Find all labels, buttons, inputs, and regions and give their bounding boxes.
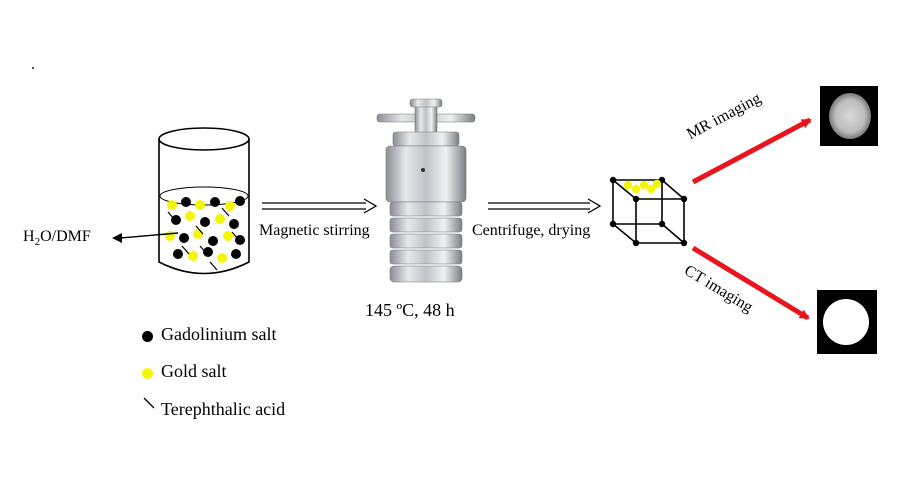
- solvent-label-main: H: [23, 228, 35, 245]
- legend-gadolinium-dot: [142, 331, 153, 342]
- terephthalic-acid-particle: [221, 207, 230, 217]
- gadolinium-particle: [200, 217, 210, 227]
- ct-arrow: [691, 245, 810, 321]
- gadolinium-particle: [235, 196, 245, 206]
- beaker-rim: [158, 127, 250, 151]
- gadolinium-particle: [229, 219, 239, 229]
- gadolinium-particle: [203, 247, 213, 257]
- solvent-label: H2O/DMF: [23, 228, 91, 248]
- gadolinium-particle: [231, 249, 241, 259]
- autoclave-reactor: [376, 98, 476, 283]
- solvent-label-sub: 2: [34, 236, 41, 249]
- gold-particle: [185, 211, 195, 221]
- stray-mark: .: [31, 56, 35, 73]
- arrow-stirring: [262, 198, 378, 214]
- arrow-centrifuge: [488, 198, 602, 214]
- terephthalic-acid-particle: [199, 245, 208, 255]
- gadolinium-particle: [208, 236, 218, 246]
- gold-particle: [167, 200, 177, 210]
- gadolinium-particle: [179, 233, 189, 243]
- gadolinium-particle: [173, 249, 183, 259]
- gadolinium-particle: [181, 197, 191, 207]
- legend-terephthalic-label: Terephthalic acid: [161, 399, 286, 419]
- crystal-lattice-cube: [612, 179, 685, 244]
- terephthalic-acid-particle: [181, 245, 190, 255]
- mr-image: [820, 86, 878, 146]
- cube-gold-particles: [623, 179, 662, 194]
- reaction-beaker: [158, 127, 250, 275]
- legend-gadolinium-label: Gadolinium salt: [161, 324, 277, 344]
- gold-particle: [215, 214, 225, 224]
- mr-arrow: [691, 117, 812, 185]
- terephthalic-acid-particle: [195, 225, 204, 235]
- terephthalic-acid-particle: [209, 261, 218, 271]
- gold-particle: [193, 229, 203, 239]
- legend-gold-dot: [142, 368, 153, 379]
- step-centrifuge-label: Centrifuge, drying: [472, 222, 591, 239]
- gold-particle: [195, 200, 205, 210]
- gold-particle: [165, 231, 175, 241]
- gold-particle: [223, 231, 233, 241]
- solvent-pointer-head: [112, 233, 122, 243]
- reaction-condition-label: 145 ºC, 48 h: [365, 300, 455, 320]
- gadolinium-particle: [210, 197, 220, 207]
- gold-particle: [225, 201, 235, 211]
- beaker-body: [158, 139, 250, 275]
- gold-particle: [188, 251, 198, 261]
- solvent-label-rest: O/DMF: [40, 228, 91, 245]
- ct-image: [817, 290, 877, 354]
- step-stirring-label: Magnetic stirring: [259, 222, 370, 239]
- legend-gold-label: Gold salt: [161, 361, 227, 381]
- gold-particle: [217, 253, 227, 263]
- solvent-pointer: [119, 232, 179, 239]
- terephthalic-acid-particle: [231, 231, 240, 241]
- terephthalic-acid-particle: [167, 211, 176, 221]
- legend-slash-symbol: [143, 397, 155, 409]
